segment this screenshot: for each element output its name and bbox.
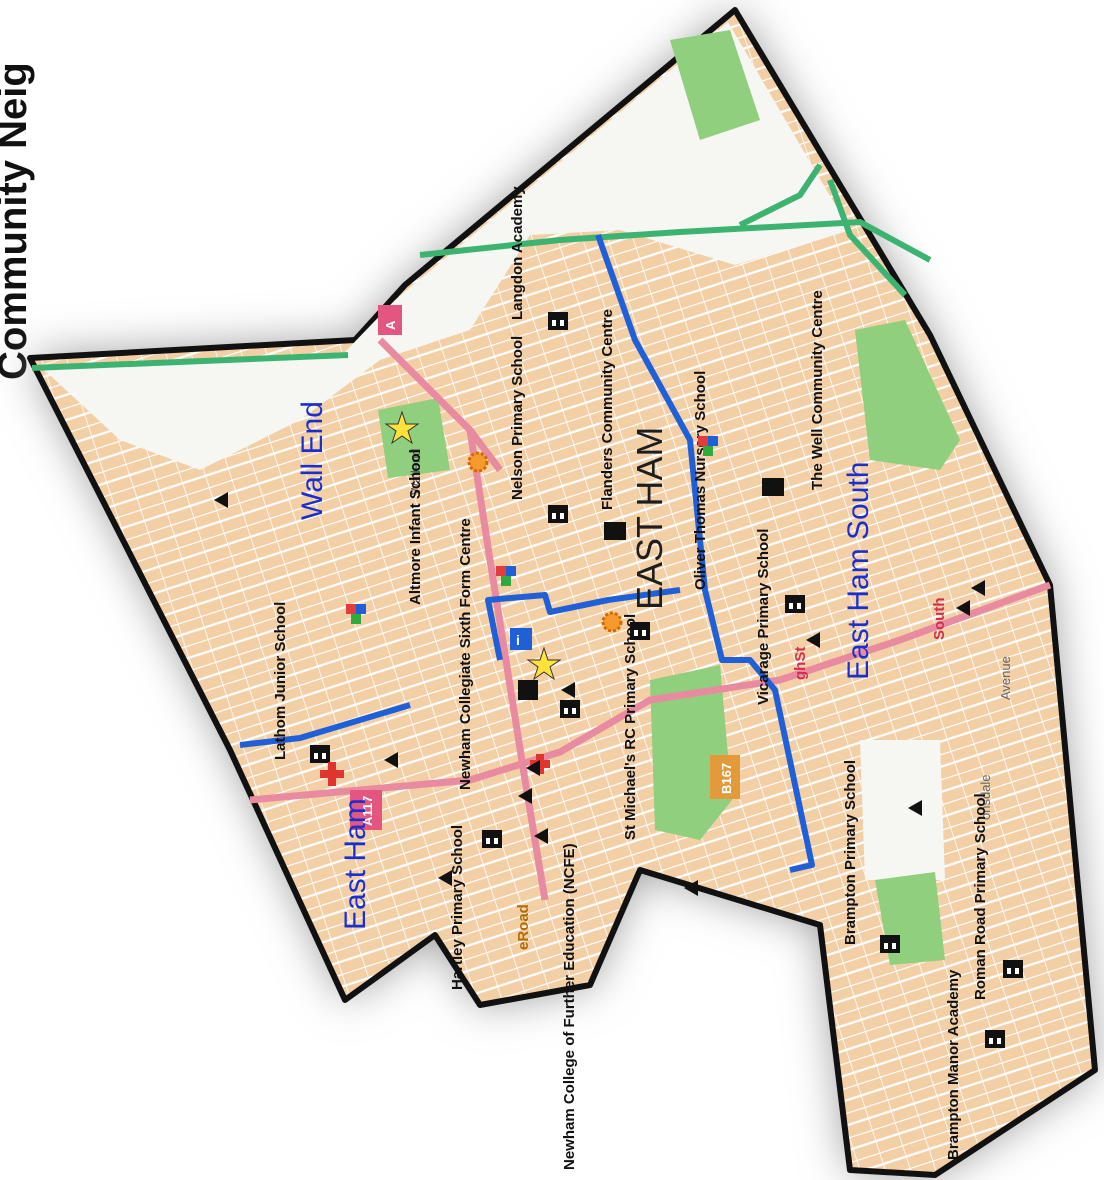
school-icon-brampton (880, 935, 900, 953)
place-label-lathom: Lathom Junior School (272, 602, 289, 760)
hub-icon-altmore (346, 604, 366, 624)
place-label-vicarage: Vicarage Primary School (755, 529, 772, 705)
green-route-line (31, 163, 932, 371)
road-label-south: South (931, 598, 948, 641)
park-east (855, 320, 960, 470)
svg-text:A: A (383, 320, 398, 330)
sun-icon-north (467, 451, 489, 473)
place-label-flanders: Flanders Community Centre (599, 309, 616, 510)
area-label-wall-end: Wall End (296, 401, 329, 520)
place-label-st-michaels: St Michael's RC Primary School (622, 614, 639, 840)
main-road (249, 337, 1052, 901)
ward-boundary (27, 7, 1098, 1178)
school-icon-nelson (548, 505, 568, 523)
star-icon-centre (526, 646, 562, 681)
map-title: Community Neig (0, 62, 35, 380)
place-label-hartley: Hartley Primary School (449, 825, 466, 990)
school-icon-roman-road (1003, 960, 1023, 978)
place-label-brampton-manor: Brampton Manor Academy (945, 969, 962, 1160)
road-label-highst: ghSt (792, 647, 809, 680)
community-centre-icon-the-well (762, 478, 784, 496)
hub-icon-oliver (698, 436, 718, 456)
place-label-ncfe: Newham College of Further Education (NCF… (561, 843, 578, 1170)
park-north (670, 30, 760, 140)
info-icon: i (510, 628, 532, 650)
school-icon-lathom (310, 745, 330, 763)
svg-text:i: i (516, 632, 520, 648)
place-label-nelson: Nelson Primary School (509, 336, 526, 500)
area-label-east-ham-south: East Ham South (842, 462, 875, 680)
place-label-the-well: The Well Community Centre (809, 290, 826, 490)
hospital-icon-east (320, 762, 344, 786)
area-label-east-ham: East Ham (339, 798, 372, 930)
star-icon-park (384, 410, 420, 445)
place-of-worship-icon-markers (214, 492, 985, 896)
school-icon-vicarage (785, 595, 805, 613)
road-label-avenue: Avenue (998, 656, 1013, 700)
place-label-roman-road: Roman Road Primary School (972, 793, 989, 1000)
place-label-oliver: Oliver Thomas Nursery School (692, 371, 709, 590)
school-icon-st-michaels (560, 700, 580, 718)
road-label-lonsdale: onsdale (978, 774, 993, 820)
school-icon-hartley (482, 830, 502, 848)
svg-text:B167: B167 (719, 763, 734, 794)
school-icon-brampton-manor (985, 1030, 1005, 1048)
place-label-langdon: Langdon Academy (509, 186, 526, 320)
place-label-brampton-primary: Brampton Primary School (842, 760, 859, 945)
walking-route (239, 234, 815, 873)
school-icon-oliver (630, 622, 650, 640)
road-label-b167: B167 (710, 755, 740, 799)
place-label-altmore: Altmore Infant School (407, 449, 424, 605)
place-label-newham-collegiate: Newham Collegiate Sixth Form Centre (457, 518, 474, 790)
park-wallend (378, 398, 450, 478)
road-label-a13: A (378, 305, 402, 335)
school-icon-langdon (548, 312, 568, 330)
svg-text:A117: A117 (360, 796, 375, 826)
road-label-road: eRoad (515, 904, 532, 950)
hub-icon-central (496, 566, 516, 586)
sun-icon-south (601, 611, 623, 633)
road-label-wallend: Wallend (408, 449, 423, 495)
town-label-east-ham: EAST HAM (629, 427, 670, 610)
community-centre-icon-flanders (604, 522, 626, 540)
open-land (860, 740, 945, 880)
museum-icon (518, 680, 538, 700)
road-label-a117: A117 (350, 790, 382, 830)
